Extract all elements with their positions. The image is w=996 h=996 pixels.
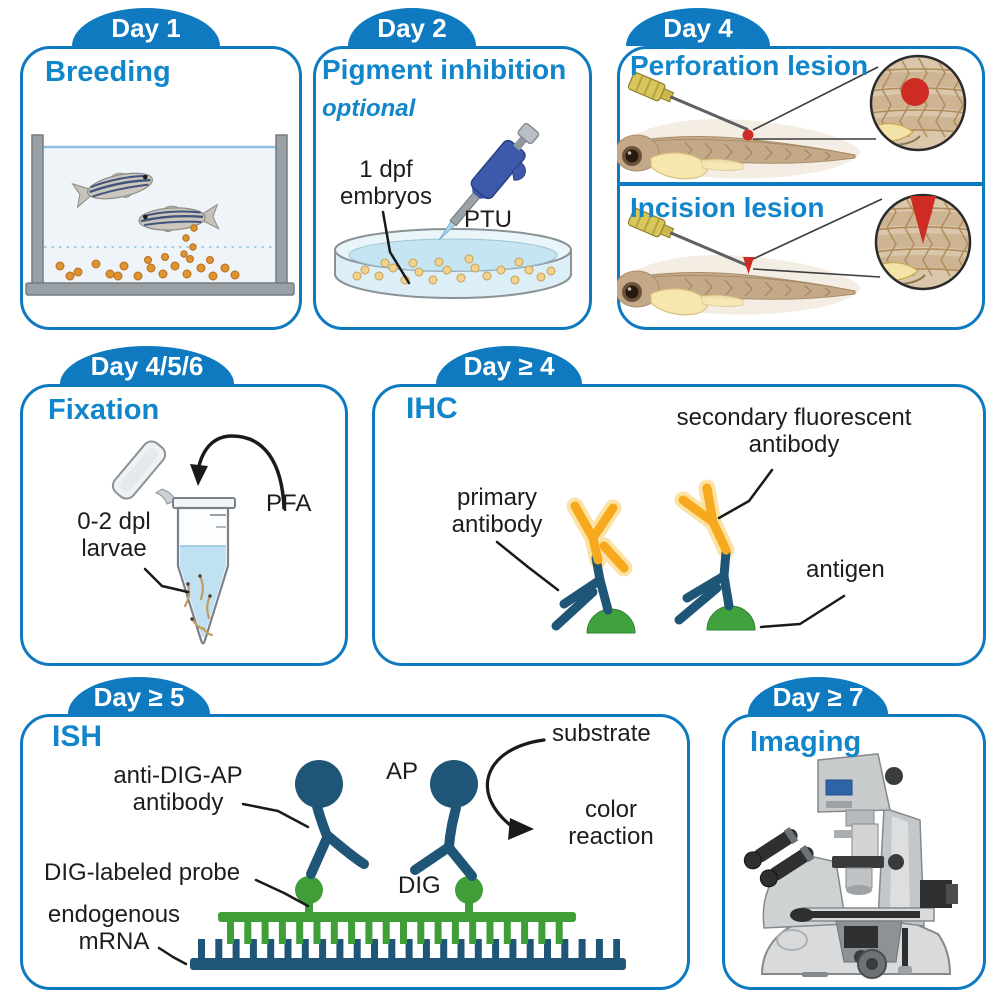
antigen-label: antigen — [806, 556, 885, 583]
panel-imaging — [722, 714, 986, 990]
larvae-eyes — [185, 573, 212, 621]
larvae-label: 0-2 dpl larvae — [77, 508, 151, 562]
endogenous-mrna-strand — [189, 938, 626, 970]
badge-day-ge5: Day ≥ 5 — [68, 677, 210, 714]
ihc-illustration — [495, 468, 845, 633]
dig-molecules — [294, 875, 483, 914]
breeding-title: Breeding — [45, 56, 171, 88]
petri-dish — [333, 227, 572, 299]
panel-pigment-inhibition — [313, 46, 592, 330]
dig-probe-label: DIG-labeled probe — [44, 859, 241, 886]
aquarium-tank — [24, 133, 295, 296]
badge-day-2: Day 2 — [348, 8, 476, 46]
fixation-illustration — [111, 433, 286, 645]
anti-dig-ap-antibody-left-icon — [294, 759, 369, 879]
pfa-arrow — [189, 433, 286, 510]
perforation-lesion-title: Perforation lesion — [630, 50, 869, 81]
pointer-line-primary — [495, 540, 559, 591]
antibody-complex-right — [674, 479, 756, 630]
anti-dig-ap-label: anti-DIG-AP antibody — [113, 762, 243, 816]
eyepieces — [743, 826, 814, 887]
pointer-line-anti-dig — [241, 802, 309, 828]
inset-magnified-perforation — [870, 56, 966, 150]
inset-connector-lines-top — [752, 65, 878, 140]
badge-day-ge4: Day ≥ 4 — [436, 346, 582, 384]
badge-day-1: Day 1 — [72, 8, 220, 46]
pointer-line-secondary — [717, 468, 773, 519]
eggs — [55, 223, 239, 280]
pointer-line-antigen — [759, 594, 845, 628]
panel-ihc — [372, 384, 986, 666]
lesion-panel-divider — [620, 182, 982, 186]
imaging-title: Imaging — [750, 726, 862, 758]
ihc-title: IHC — [406, 392, 458, 425]
inset-magnified-incision — [875, 195, 971, 289]
antibody-complex-left — [551, 497, 636, 633]
optional-subtitle: optional — [322, 95, 416, 122]
anti-dig-ap-antibody-right-icon — [409, 759, 478, 881]
ptu-label: PTU — [464, 206, 512, 233]
pigment-inhibition-title: Pigment inhibition — [322, 54, 567, 85]
perforation-lesion-dot — [742, 129, 753, 140]
panel-fixation — [20, 384, 348, 666]
ish-illustration — [157, 737, 626, 970]
microscope-icon — [743, 752, 958, 979]
mrna-label: endogenous mRNA — [47, 901, 181, 955]
dig-label: DIG — [398, 872, 441, 899]
panel-ish — [20, 714, 690, 990]
micropipette-icon — [438, 122, 539, 240]
incision-lesion-title: Incision lesion — [630, 192, 825, 223]
pointer-line-embryos — [381, 210, 410, 284]
pfa-label: PFA — [266, 490, 312, 517]
panel-breeding — [20, 46, 302, 330]
substrate-arrow — [485, 737, 546, 840]
pigment-inhibition-illustration — [333, 122, 572, 299]
incision-lesion-wedge — [742, 256, 754, 274]
color-reaction-label: color reaction — [568, 796, 654, 850]
primary-antibody-label: primary antibody — [451, 484, 543, 538]
ish-title: ISH — [52, 720, 103, 753]
badge-day-4: Day 4 — [626, 8, 770, 46]
panel-lesion — [616, 46, 985, 330]
pointer-line-larvae — [143, 567, 189, 593]
microcentrifuge-tube-icon — [111, 439, 236, 645]
ap-label: AP — [386, 758, 419, 785]
dig-labeled-probe-strand — [217, 911, 576, 944]
badge-day-ge7: Day ≥ 7 — [748, 677, 888, 714]
secondary-antibody-label: secondary fluorescent antibody — [676, 404, 912, 458]
perforation-larva-icon — [616, 117, 862, 179]
substrate-label: substrate — [552, 720, 651, 747]
lesion-illustration — [616, 46, 985, 315]
breeding-tank-illustration — [24, 133, 295, 296]
inverted-microscope — [743, 752, 958, 979]
inset-connector-lines-bottom — [752, 197, 882, 278]
badge-day-456: Day 4/5/6 — [60, 346, 234, 384]
pointer-line-mrna — [157, 946, 187, 965]
embryo-eggs — [352, 254, 555, 284]
embryos-label: 1 dpf embryos — [339, 156, 433, 210]
fixation-title: Fixation — [48, 394, 160, 426]
incision-larva-icon — [616, 253, 862, 315]
pointer-line-probe — [254, 878, 309, 907]
